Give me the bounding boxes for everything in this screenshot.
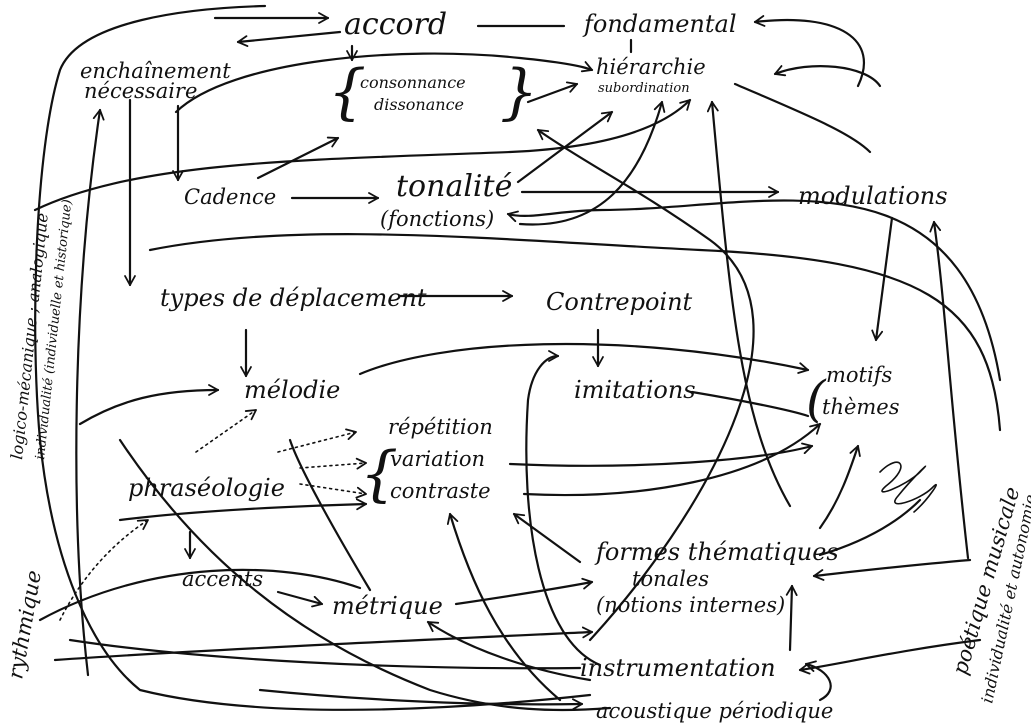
node-contrepoint: Contrepoint: [546, 288, 693, 316]
node-acoustique: acoustique périodique: [596, 699, 833, 723]
arrow-instr-metrique: [426, 620, 592, 682]
arrow-instr-imitations: [525, 350, 602, 667]
brace-repetition-left: {: [360, 439, 398, 509]
arrow-to-melodie: [78, 384, 220, 426]
arrow-phraseologie-contraste: [299, 483, 367, 499]
arrow-instr-contraste: [446, 512, 562, 702]
brace-consonnance-left: {: [328, 57, 366, 127]
arrow-consonnance-hierarchie: [526, 81, 579, 104]
arrow-to-metrique-from-left: [38, 568, 362, 622]
node-hierarchie: hiérarchie: [596, 55, 706, 79]
arrow-modulations-fonctions: [506, 199, 1002, 382]
node-phraseologie: phraséologie: [128, 474, 285, 502]
arrow-formes-motifs: [818, 444, 861, 530]
arrow-phraseologie-variation: [299, 457, 367, 470]
node-enchainement-1: enchaînement: [80, 59, 231, 83]
loop-left-outer: [34, 4, 592, 711]
arrow-long-left-hierarchie: [33, 98, 692, 212]
node-formes-thematiques: formes thématiques: [594, 538, 839, 566]
line-hierarchie-modulations: [733, 82, 872, 154]
arrow-metrique-up: [288, 438, 372, 592]
line-formes-right: [818, 498, 922, 557]
node-dissonance: dissonance: [374, 95, 464, 114]
arrow-right-to-modulations: [929, 220, 970, 560]
arrow-right-loop-fondamental: [753, 15, 865, 88]
node-imitations: imitations: [574, 376, 696, 404]
node-motifs: motifs: [826, 363, 892, 387]
arrow-left-to-enchainement: [75, 108, 105, 677]
node-tonalite: tonalité: [396, 169, 512, 204]
brace-consonnance-right: }: [500, 57, 538, 127]
arrow-phraseologie-repetition: [277, 428, 357, 453]
node-consonnance: consonnance: [360, 73, 466, 92]
node-themes: thèmes: [822, 395, 900, 419]
paren-motifs: (: [806, 370, 827, 428]
node-fondamental: fondamental: [582, 10, 737, 38]
arrow-variation-themes: [508, 442, 814, 467]
node-types-deplacement: types de déplacement: [160, 284, 427, 312]
arrow-left-bottom-loop: [118, 438, 612, 712]
arrow-right-to-formes: [812, 558, 972, 581]
arrow-from-left-to-contraste: [118, 498, 368, 522]
arrow-left-to-instr: [68, 638, 582, 670]
arrow-accord-to-enchainement: [236, 30, 342, 47]
node-subordination: subordination: [598, 81, 690, 96]
node-modulations: modulations: [798, 182, 948, 210]
arrow-phraseologie-melodie: [195, 409, 257, 453]
connections: [33, 4, 1002, 712]
node-rythmique: rythmique: [3, 568, 46, 680]
node-notions-internes: (notions internes): [596, 593, 785, 617]
arrow-top-loop-hierarchie: [174, 52, 594, 114]
arrow-left-to-formes: [53, 626, 594, 662]
node-repetition: répétition: [388, 415, 493, 439]
node-accord: accord: [344, 7, 447, 42]
line-imitations-themes: [690, 390, 810, 418]
node-accents: accents: [182, 567, 263, 591]
arrow-contraste-motifs: [522, 422, 822, 497]
node-cadence: Cadence: [184, 185, 276, 209]
node-tonales: tonales: [632, 567, 709, 591]
arrow-melodie-motifs: [358, 342, 810, 376]
arrow-to-phraseologie: [59, 519, 149, 621]
arrow-modulations-motifs: [871, 216, 894, 342]
node-melodie: mélodie: [244, 376, 340, 404]
node-metrique: métrique: [332, 592, 443, 620]
arrow-instr-formes: [785, 584, 798, 652]
arrow-accents-metrique: [276, 590, 324, 608]
node-enchainement-2: nécessaire: [84, 79, 197, 103]
arrow-contrepoint-consonnance: [536, 128, 755, 642]
node-fonctions: (fonctions): [380, 207, 494, 231]
arrow-to-hierarchie-right: [706, 100, 792, 508]
arrow-cadence-consonnance: [256, 136, 340, 180]
arrow-formes-contraste: [512, 512, 582, 564]
arrow-to-acoustique: [258, 688, 584, 711]
node-variation: variation: [390, 447, 485, 471]
arrow-tonalite-hierarchie-b: [518, 100, 666, 226]
scribble: [879, 461, 937, 513]
line-right-to-tonalite: [148, 233, 1002, 432]
node-contraste: contraste: [390, 479, 491, 503]
arrow-right-loop-hierarchie: [773, 65, 882, 88]
arrow-acoustique-instr: [804, 660, 832, 702]
node-instrumentation: instrumentation: [580, 654, 776, 682]
arrow-metrique-formes: [454, 577, 594, 606]
